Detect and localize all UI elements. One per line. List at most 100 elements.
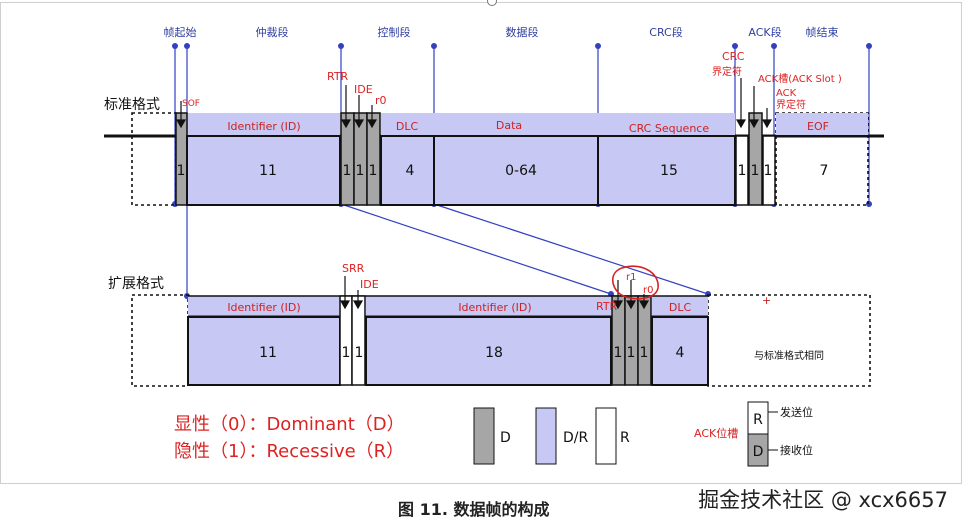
ext-anno-ide: IDE	[360, 278, 379, 291]
std-label-crc-sequence: CRC Sequence	[629, 122, 709, 135]
std-bits-data: 0-64	[505, 163, 537, 179]
legend-ack-r: R	[753, 412, 763, 428]
legend-recessive-text: 隐性（1）：Recessive（R）	[174, 441, 404, 462]
std-anno-ack-delim-2: 界定符	[776, 98, 806, 111]
legend-dominant-swatch	[473, 407, 495, 465]
std-bits-dlc: 4	[406, 163, 415, 179]
std-idle-left	[131, 112, 177, 206]
std-label-identifier: Identifier (ID)	[227, 120, 300, 133]
std-anno-crc-delim-1: CRC	[722, 50, 745, 63]
std-eof-label-band	[776, 113, 868, 135]
std-idle-right	[775, 112, 869, 206]
std-anno-sof: SOF	[182, 99, 200, 109]
std-bits-ack-delimiter: 1	[764, 163, 773, 179]
std-anno-rtr: RTR	[327, 70, 349, 83]
ext-label-identifier-a: Identifier (ID)	[227, 301, 300, 314]
ext-label-dlc: DLC	[669, 301, 692, 314]
std-bits-crc-delimiter: 1	[738, 163, 747, 179]
ext-id-b-label-band	[366, 296, 611, 317]
ext-bits-r1: 1	[627, 345, 636, 361]
ext-field-srr	[339, 295, 353, 386]
std-field-ack-delimiter	[762, 135, 776, 206]
segment-label-ack: ACK段	[748, 25, 781, 39]
watermark: 掘金技术社区 @ xcx6657	[698, 488, 948, 512]
legend-recessive-swatch	[595, 407, 617, 465]
segment-label-data: 数据段	[506, 25, 539, 39]
segment-label-eof: 帧结束	[806, 25, 839, 39]
std-bits-identifier: 11	[259, 163, 277, 179]
std-label-dlc: DLC	[396, 120, 419, 133]
legend-ack-d: D	[753, 444, 764, 460]
highlight-circle	[611, 265, 659, 300]
legend-dr-swatch	[535, 407, 557, 465]
std-ctrl-data-crc-band	[381, 113, 735, 135]
std-anno-ack-slot: ACK槽(ACK Slot )	[758, 72, 842, 85]
ext-field-identifier-b	[365, 316, 612, 386]
std-pointer-arrows	[175, 78, 773, 129]
std-anno-crc-delim-2: 界定符	[712, 65, 742, 78]
figure-frame	[0, 2, 962, 484]
legend-r-label: R	[620, 430, 630, 446]
standard-format-label: 标准格式	[104, 97, 160, 113]
ext-field-r0	[637, 295, 652, 386]
ext-bits-identifier-a: 11	[259, 345, 277, 361]
ext-pointer-arrows	[339, 276, 650, 310]
segment-label-sof: 帧起始	[164, 25, 197, 39]
legend-d-label: D	[500, 430, 511, 446]
std-anno-ack-delim-1: ACK	[776, 88, 797, 99]
std-bits-ack-slot: 1	[751, 163, 760, 179]
stray-plus-mark: +	[762, 294, 771, 307]
std-label-eof: EOF	[807, 120, 829, 133]
legend-send-bit-label: 发送位	[780, 405, 813, 419]
std-field-dlc	[380, 135, 435, 206]
ext-bits-identifier-b: 18	[485, 345, 503, 361]
legend-ack-bit-label: ACK位槽	[694, 426, 738, 440]
std-field-r0	[366, 112, 381, 206]
ext-same-as-standard-box	[707, 294, 871, 387]
ext-bits-rtr: 1	[614, 345, 623, 361]
std-bits-eof: 7	[820, 163, 829, 179]
legend-dominant-text: 显性（0）：Dominant（D）	[174, 414, 405, 435]
ext-anno-rtr: RTR	[596, 300, 618, 313]
ext-field-r1	[624, 295, 639, 386]
ext-anno-srr: SRR	[342, 262, 365, 275]
ext-field-ide	[351, 295, 366, 386]
std-field-crc-sequence	[597, 135, 736, 206]
std-bits-ide: 1	[356, 163, 365, 179]
std-field-crc-delimiter	[735, 135, 749, 206]
resize-handle[interactable]	[487, 0, 497, 6]
segment-label-arbitration: 仲裁段	[256, 25, 289, 39]
segment-label-control: 控制段	[378, 25, 411, 39]
std-id-label-band	[187, 113, 340, 135]
std-field-identifier	[186, 135, 341, 206]
std-bits-rtr: 1	[343, 163, 352, 179]
std-anno-r0: r0	[375, 94, 387, 107]
ext-bits-r0: 1	[640, 345, 649, 361]
ext-id-a-label-band	[188, 296, 340, 317]
std-bits-crc: 15	[660, 163, 678, 179]
legend-recv-bit-label: 接收位	[780, 443, 813, 457]
ext-same-as-standard-text: 与标准格式相同	[754, 349, 824, 362]
ext-bits-ide: 1	[355, 345, 364, 361]
ext-field-identifier-a	[187, 316, 341, 386]
ext-dlc-label-band	[652, 296, 708, 317]
segment-label-crc: CRC段	[649, 25, 682, 39]
figure-caption: 图 11. 数据帧的构成	[398, 500, 550, 519]
ext-anno-r1: r1	[626, 272, 636, 283]
ext-field-dlc	[651, 316, 709, 386]
std-bits-r0: 1	[369, 163, 378, 179]
extended-format-label: 扩展格式	[108, 276, 164, 292]
ext-label-identifier-b: Identifier (ID)	[458, 301, 531, 314]
ext-anno-r0: r0	[643, 285, 653, 296]
ext-bits-dlc: 4	[676, 345, 685, 361]
std-field-rtr	[340, 112, 355, 206]
ext-idle-left	[131, 294, 189, 387]
std-anno-ide: IDE	[354, 83, 373, 96]
std-field-ide	[353, 112, 368, 206]
std-bits-sof: 1	[177, 163, 186, 179]
ext-bits-srr: 1	[342, 345, 351, 361]
std-field-ack-slot	[748, 112, 763, 206]
std-label-data: Data	[496, 119, 522, 132]
legend-dr-label: D/R	[563, 430, 588, 446]
